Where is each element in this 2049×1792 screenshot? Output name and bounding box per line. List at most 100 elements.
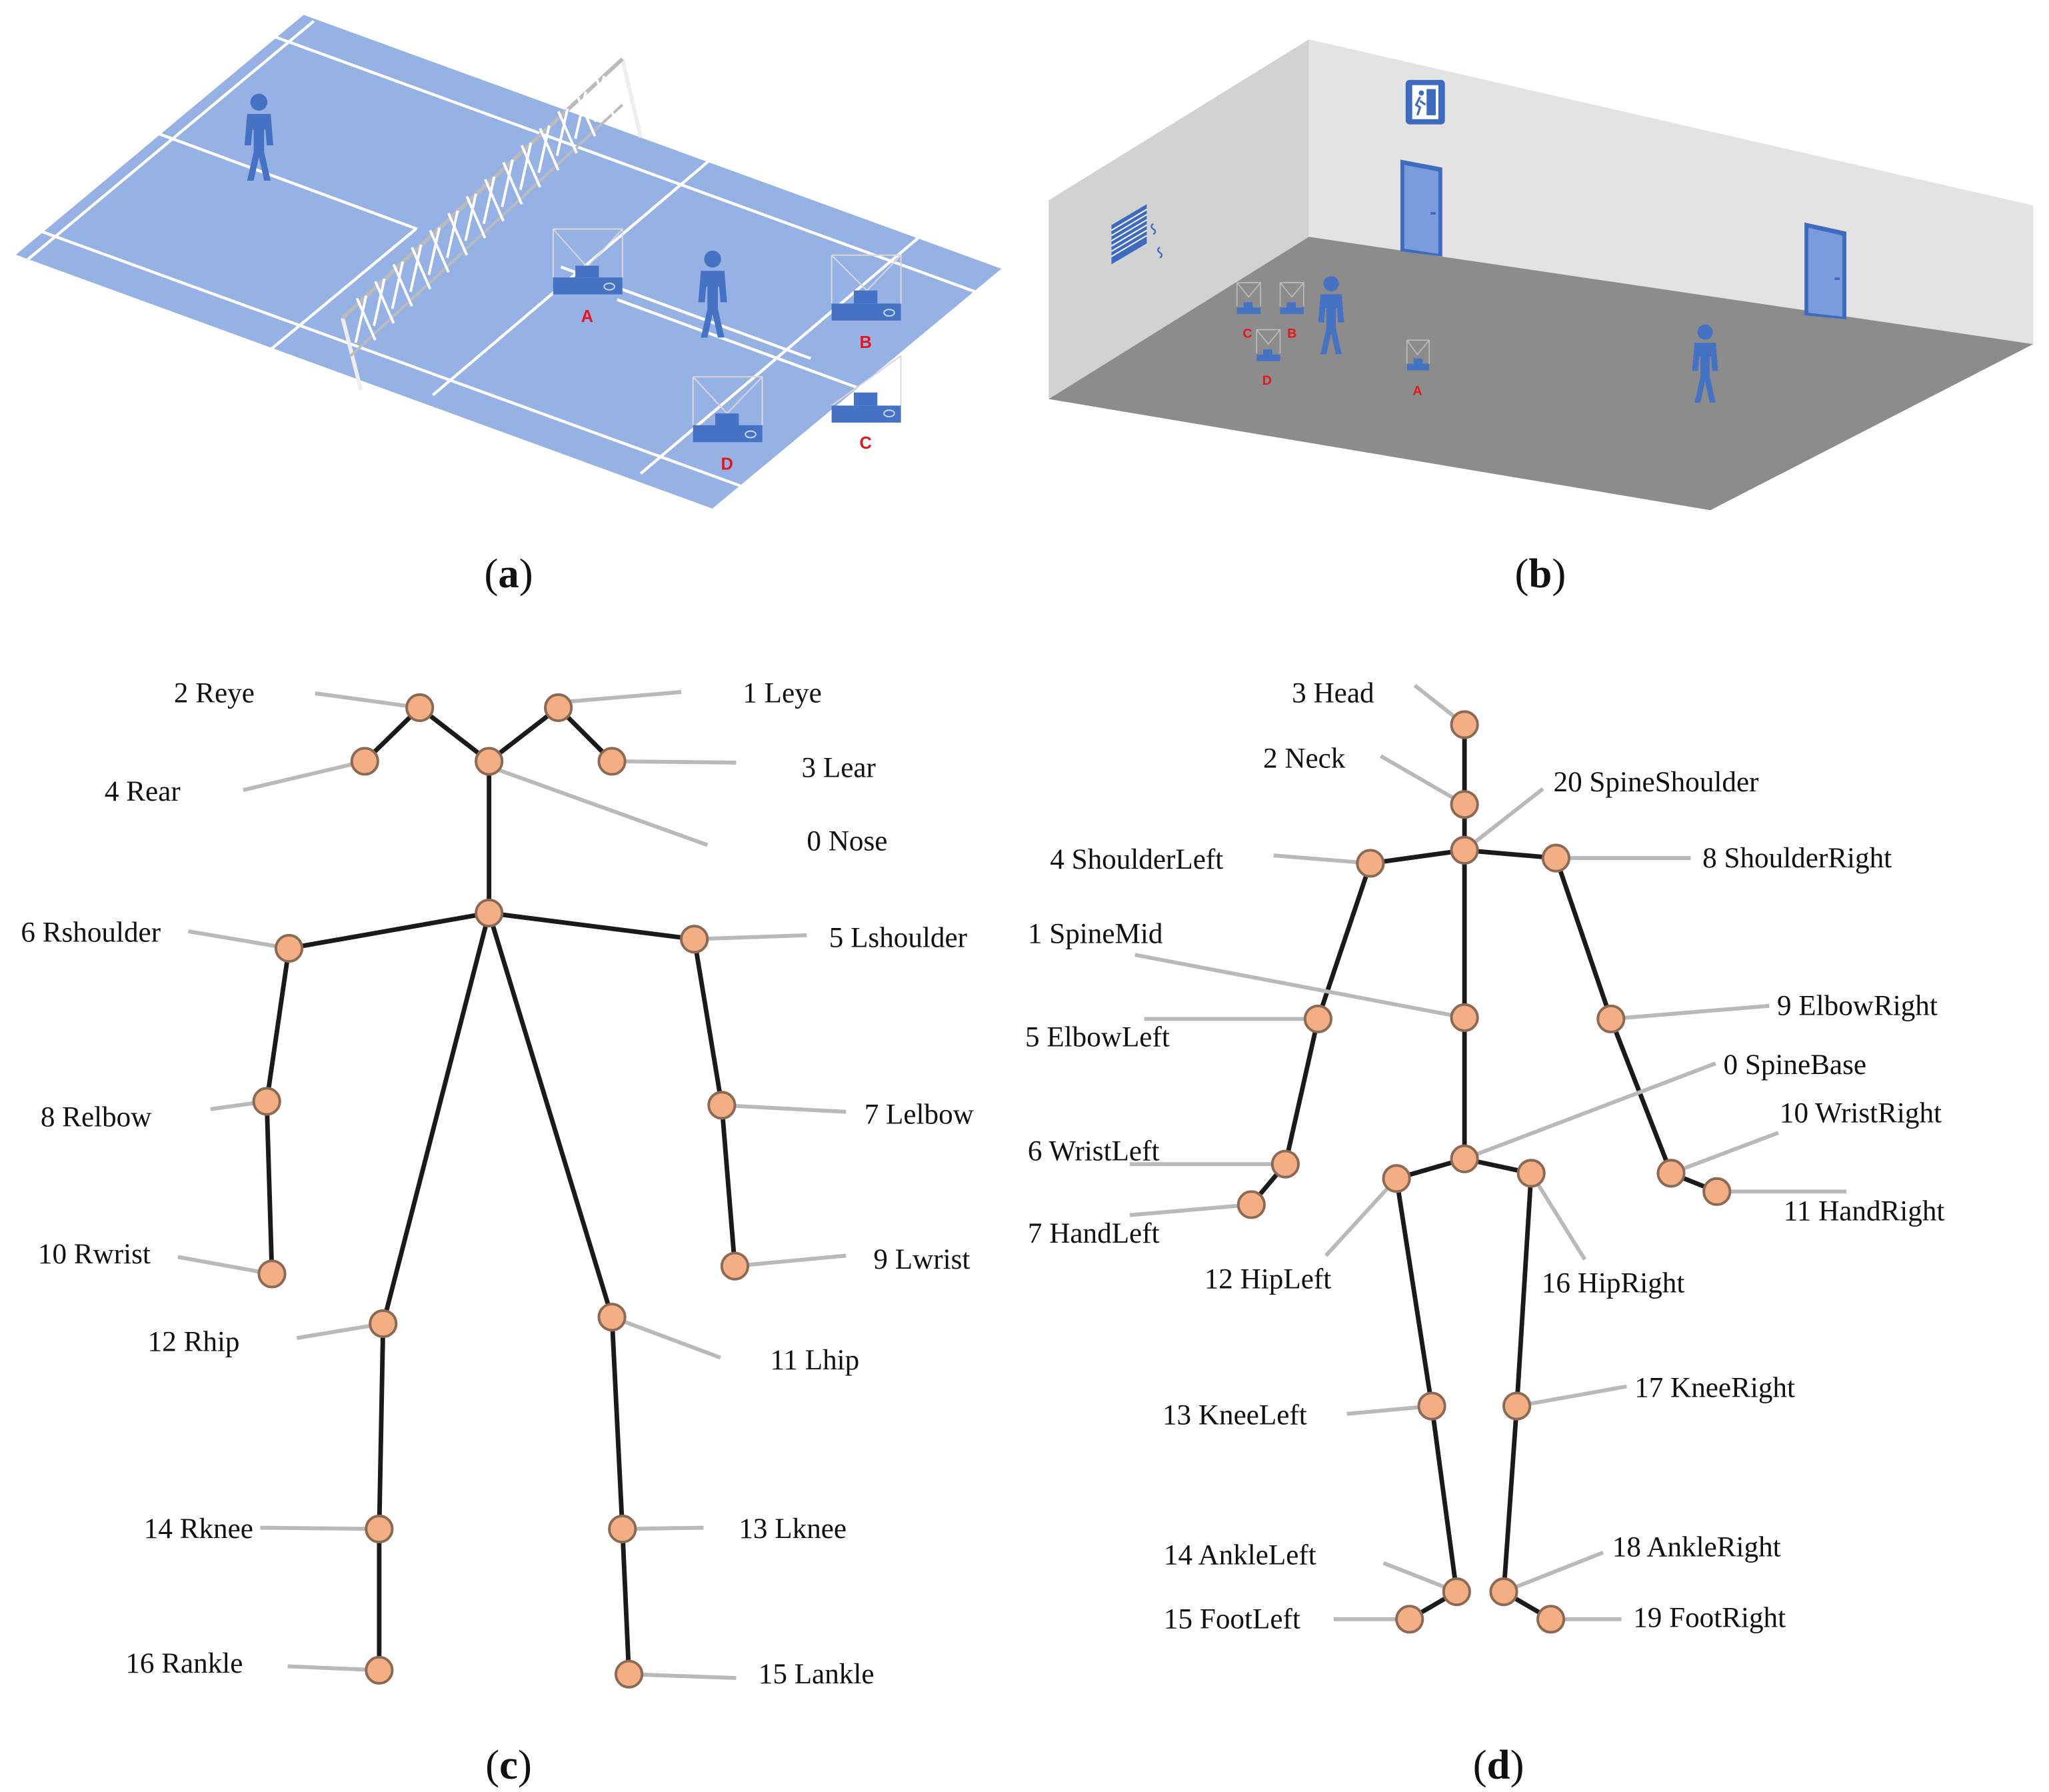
joint-label: 8 ShoulderRight xyxy=(1702,843,1892,874)
joint xyxy=(1536,1605,1566,1634)
joint xyxy=(1270,1149,1300,1179)
depth-sensor-icon xyxy=(831,392,901,423)
joint-label: 12 HipLeft xyxy=(1204,1264,1332,1295)
joint xyxy=(1656,1159,1686,1188)
panel-caption: (b) xyxy=(1515,550,1566,597)
sensor-label: D xyxy=(1262,373,1272,388)
joint-label: 13 Lknee xyxy=(739,1513,847,1545)
joint-label: 4 Rear xyxy=(105,776,181,807)
joint-label: 18 AnkleRight xyxy=(1612,1532,1781,1563)
exit-sign-icon xyxy=(1405,79,1445,125)
joint xyxy=(350,747,379,776)
skeleton-joints xyxy=(252,693,750,1689)
joint xyxy=(1395,1605,1424,1634)
joint xyxy=(1450,790,1479,819)
joint xyxy=(608,1514,637,1544)
joint-label: 10 Rwrist xyxy=(38,1239,151,1270)
depth-sensor-icon xyxy=(693,413,763,443)
joint xyxy=(1489,1577,1518,1607)
joint-label: 15 FootLeft xyxy=(1164,1604,1300,1635)
vent-icon xyxy=(1110,204,1163,265)
panel-a: A B C D (a) xyxy=(10,11,1007,597)
joint xyxy=(1236,1190,1266,1219)
joint xyxy=(257,1259,287,1289)
joint xyxy=(369,1309,398,1339)
joint-label: 1 Leye xyxy=(743,678,822,709)
leader-lines xyxy=(1129,683,1846,1621)
joint-label: 9 Lwrist xyxy=(873,1244,970,1275)
sensor-d: D xyxy=(1256,329,1281,388)
joint xyxy=(1450,710,1479,739)
sensor-label: D xyxy=(721,455,733,473)
sensor-label: A xyxy=(581,307,593,326)
left-wall xyxy=(1048,39,1309,399)
joint-label: 16 Rankle xyxy=(125,1648,243,1679)
joint xyxy=(365,1655,394,1685)
leader-lines xyxy=(177,690,847,1681)
sensor-label: A xyxy=(1412,384,1422,399)
joint xyxy=(1303,1004,1332,1033)
joint-label: 17 KneeRight xyxy=(1634,1372,1795,1403)
sensor-label: B xyxy=(859,333,871,352)
joint-label: 5 ElbowLeft xyxy=(1025,1022,1170,1053)
joint-label: 11 Lhip xyxy=(770,1345,859,1376)
joint-label: 6 WristLeft xyxy=(1028,1135,1160,1167)
joint-label: 5 Lshoulder xyxy=(829,923,967,954)
joint xyxy=(1516,1159,1546,1188)
sensor-c: C xyxy=(831,355,902,453)
joint xyxy=(1502,1391,1532,1421)
joint-label: 3 Lear xyxy=(802,752,876,783)
joint xyxy=(252,1087,281,1116)
joint xyxy=(274,933,304,963)
panel-caption: (d) xyxy=(1473,1741,1524,1788)
joint-labels: 0 Nose 1 Leye 2 Reye 3 Lear 4 Rear 5 Lsh… xyxy=(21,678,973,1690)
depth-sensor-icon xyxy=(1280,302,1304,315)
joint xyxy=(1450,1144,1479,1173)
joint xyxy=(597,1303,627,1332)
joint-label: 8 Relbow xyxy=(41,1101,152,1133)
joint xyxy=(1382,1164,1411,1193)
joint-label: 0 Nose xyxy=(807,825,887,857)
sensor-label: C xyxy=(859,434,871,453)
joint-label: 7 HandLeft xyxy=(1028,1218,1160,1249)
joint-label: 14 AnkleLeft xyxy=(1164,1539,1316,1571)
depth-sensor-icon xyxy=(553,265,623,295)
door-icon xyxy=(1400,159,1442,257)
joint-label: 11 HandRight xyxy=(1784,1196,1945,1227)
depth-sensor-icon xyxy=(831,290,901,321)
panel-caption: (c) xyxy=(485,1741,532,1788)
panel-d: 0 SpineBase 1 SpineMid 2 Neck 3 Head 4 S… xyxy=(1025,678,1944,1788)
sensor-c: C xyxy=(1236,282,1261,341)
sensor-b: B xyxy=(1279,282,1304,341)
joint-label: 10 WristRight xyxy=(1780,1097,1942,1129)
joint-label: 7 Lelbow xyxy=(865,1099,974,1130)
joint xyxy=(720,1251,750,1281)
joint-label: 19 FootRight xyxy=(1633,1603,1786,1634)
joint-label: 3 Head xyxy=(1292,678,1374,709)
court-lines xyxy=(10,11,1007,512)
joint-label: 0 SpineBase xyxy=(1724,1049,1866,1081)
joint-label: 20 SpineShoulder xyxy=(1554,767,1759,798)
sensor-label: C xyxy=(1242,326,1252,341)
joint xyxy=(707,1091,737,1120)
joint-label: 2 Reye xyxy=(174,678,255,709)
joint xyxy=(1450,835,1479,865)
joint xyxy=(1596,1004,1626,1033)
joint-label: 9 ElbowRight xyxy=(1777,991,1938,1022)
joint xyxy=(1442,1577,1471,1607)
joint-label: 13 KneeLeft xyxy=(1162,1400,1307,1431)
depth-sensor-icon xyxy=(1256,349,1280,361)
sensor-d: D xyxy=(692,376,763,473)
joint xyxy=(1541,843,1571,873)
skeleton-joints xyxy=(1236,710,1732,1634)
joint-label: 14 Rknee xyxy=(144,1513,253,1545)
net xyxy=(341,57,643,391)
joint-label: 1 SpineMid xyxy=(1028,919,1163,950)
depth-sensor-icon xyxy=(1406,358,1430,371)
joint-labels: 0 SpineBase 1 SpineMid 2 Neck 3 Head 4 S… xyxy=(1025,678,1944,1635)
joint xyxy=(1450,1003,1479,1033)
joint xyxy=(680,925,709,954)
joint-label: 6 Rshoulder xyxy=(21,917,161,949)
joint-label: 12 Rhip xyxy=(148,1327,240,1358)
